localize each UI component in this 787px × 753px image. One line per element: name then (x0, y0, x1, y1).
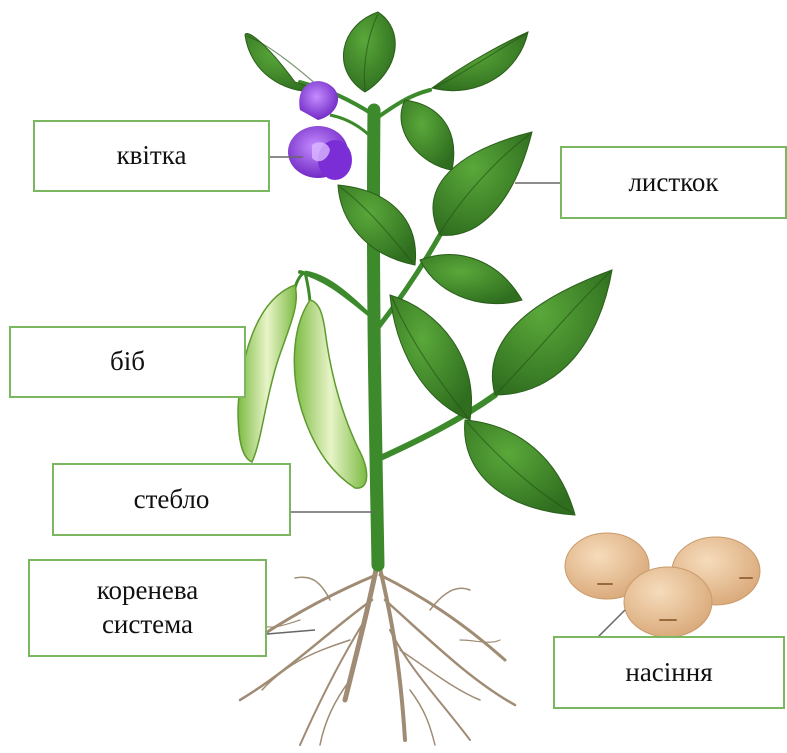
label-flower: квітка (33, 120, 270, 192)
label-flower-text: квітка (117, 139, 187, 173)
leaves (245, 12, 612, 515)
label-stem: стебло (52, 463, 291, 536)
label-stem-text: стебло (134, 483, 210, 517)
bean-pods (238, 285, 367, 488)
seed (624, 567, 712, 637)
label-root-system: коренева система (28, 559, 267, 657)
leaf (390, 295, 472, 420)
bean-pod (294, 300, 366, 488)
label-leaf: листкок (560, 146, 787, 219)
leaf (401, 100, 454, 170)
leaf (465, 420, 575, 515)
main-stem (373, 110, 378, 565)
label-seeds-text: насіння (625, 656, 712, 690)
label-pod: біб (9, 326, 246, 398)
label-pod-text: біб (110, 345, 145, 379)
bean-pod (238, 285, 296, 462)
label-leaf-text: листкок (628, 166, 718, 200)
root-system (240, 560, 515, 745)
leaf (343, 12, 395, 92)
label-seeds: насіння (553, 636, 785, 709)
pointer-seeds (597, 610, 625, 638)
seeds (565, 533, 760, 637)
pointer-root (267, 630, 315, 634)
leaf (420, 255, 522, 304)
label-root-line1: коренева (97, 574, 199, 608)
label-root-line2: система (97, 608, 199, 642)
